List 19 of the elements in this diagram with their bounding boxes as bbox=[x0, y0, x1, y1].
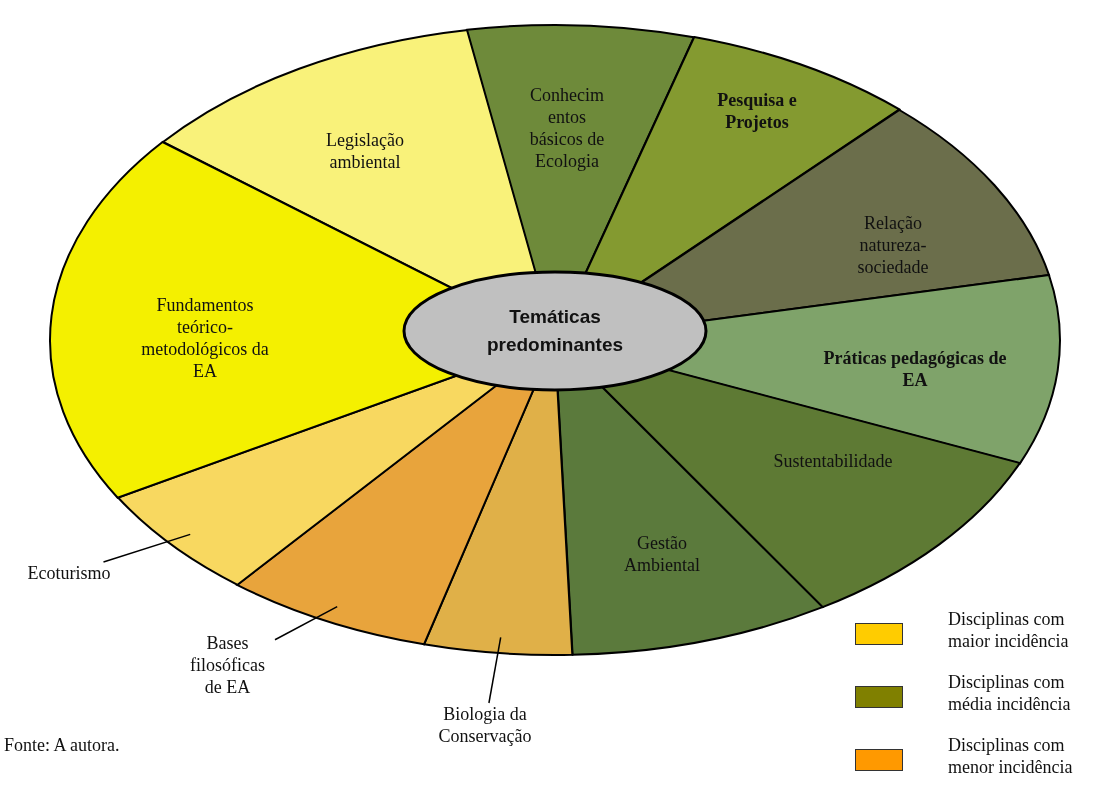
legend-text: Disciplinas com maior incidência bbox=[948, 608, 1070, 652]
sector-label: Fundamentos teórico-metodológicos da EA bbox=[140, 293, 270, 382]
source-note: Fonte: A autora. bbox=[4, 734, 120, 756]
center-label: Temáticas predominantes bbox=[485, 305, 625, 357]
callout-label: Biologia da Conservação bbox=[437, 703, 533, 747]
legend-text: Disciplinas com menor incidência bbox=[948, 734, 1074, 778]
sector-label: Sustentabilidade bbox=[772, 449, 894, 472]
callout-label: Bases filosóficas de EA bbox=[189, 632, 266, 698]
sector-label: Gestão Ambiental bbox=[623, 531, 701, 576]
leader-line bbox=[274, 605, 338, 641]
sector-label: Conhecim entos básicos de Ecologia bbox=[528, 83, 606, 172]
sector-label: Legislação ambiental bbox=[325, 128, 405, 173]
leader-line bbox=[102, 533, 191, 563]
sector-label: Relação natureza-sociedade bbox=[856, 211, 930, 278]
callout-label: Ecoturismo bbox=[26, 562, 112, 584]
legend-text: Disciplinas com média incidência bbox=[948, 671, 1072, 715]
sector-label: Pesquisa e Projetos bbox=[716, 88, 798, 133]
sector-label: Práticas pedagógicas de EA bbox=[822, 346, 1008, 391]
leader-line bbox=[488, 636, 502, 704]
